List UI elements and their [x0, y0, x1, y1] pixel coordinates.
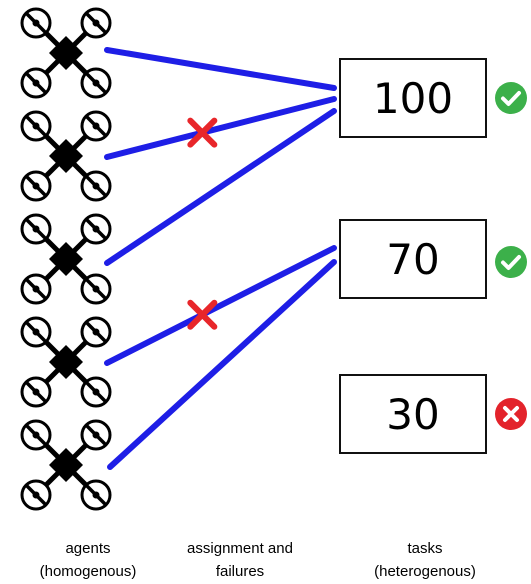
- task-value: 70: [386, 234, 440, 284]
- tasks-caption-line-2: (heterogenous): [374, 563, 476, 580]
- task-value: 30: [386, 389, 440, 439]
- assignment-line: [104, 245, 337, 366]
- failure-cross-icon: [187, 299, 218, 330]
- quadcopter-icon: [20, 419, 112, 511]
- assignment-lines: [104, 47, 337, 470]
- assignment-line: [104, 96, 337, 160]
- assignment-line: [104, 47, 337, 91]
- task-box-70: 70: [339, 219, 487, 299]
- task-value: 100: [372, 73, 454, 123]
- assignment-line: [107, 259, 337, 470]
- agents-caption-line-1: agents: [65, 540, 111, 557]
- tasks-caption-line-1: tasks: [407, 540, 443, 557]
- failure-cross-icon: [187, 117, 218, 148]
- quadcopter-icon: [20, 316, 112, 408]
- agents-caption-line-2: (homogenous): [39, 563, 137, 580]
- tasks-caption: tasks (heterogenous): [350, 537, 500, 583]
- quadcopter-icon: [20, 110, 112, 202]
- assignment-caption-line-2: failures: [215, 563, 265, 580]
- check-icon: [495, 246, 527, 278]
- check-icon: [495, 82, 527, 114]
- assignment-caption-line-1: assignment and: [187, 540, 293, 557]
- agents-column: [20, 7, 112, 511]
- task-box-100: 100: [339, 58, 487, 138]
- task-box-30: 30: [339, 374, 487, 454]
- cross-icon: [495, 398, 527, 430]
- assignment-caption: assignment and failures: [165, 537, 315, 583]
- assignment-line: [104, 108, 337, 266]
- quadcopter-icon: [20, 7, 112, 99]
- agents-caption: agents (homogenous): [18, 537, 158, 583]
- quadcopter-icon: [20, 213, 112, 305]
